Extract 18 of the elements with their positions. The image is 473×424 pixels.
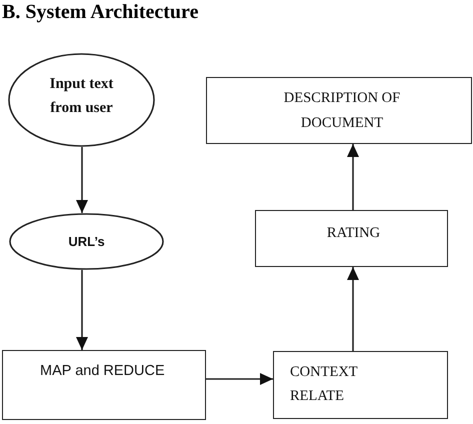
process-box — [273, 351, 448, 419]
node-label: CONTEXT RELATE — [290, 363, 358, 406]
node-label: URL’s — [68, 232, 105, 250]
node-label: MAP and REDUCE — [40, 362, 165, 381]
process-box — [2, 350, 206, 420]
arrow — [347, 267, 359, 351]
arrow — [76, 147, 88, 214]
node-label: RATING — [326, 224, 380, 243]
node-label: Input text from user — [48, 75, 114, 118]
diagram-title: B. System Architecture — [2, 0, 198, 24]
arrow — [76, 270, 88, 350]
arrow — [206, 373, 273, 385]
process-ellipse — [9, 213, 164, 270]
terminal-ellipse — [8, 53, 155, 147]
process-box — [255, 210, 448, 267]
node-label: DESCRIPTION OF DOCUMENT — [282, 89, 402, 133]
arrow — [347, 144, 359, 210]
output-box — [206, 77, 472, 144]
